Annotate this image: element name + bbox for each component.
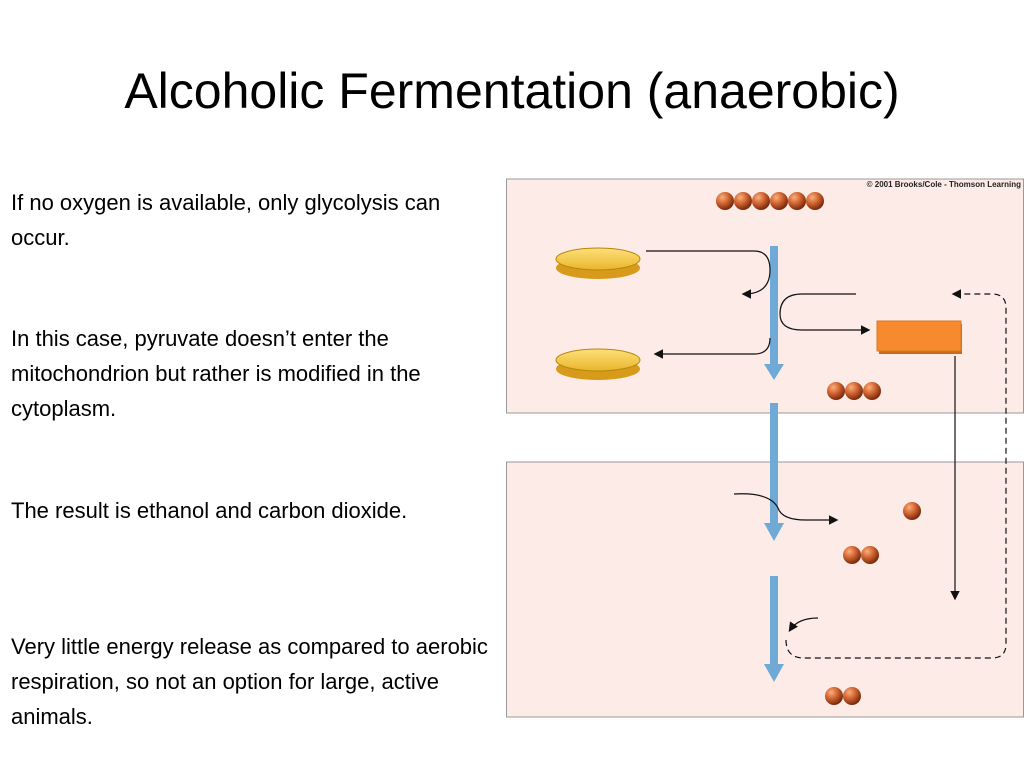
- co2-atom-icon: [903, 502, 921, 520]
- coenzyme-disc-icon: [555, 348, 641, 380]
- slide-title: Alcoholic Fermentation (anaerobic): [124, 63, 900, 119]
- fermentation-panel: [506, 461, 1024, 718]
- fermentation-diagram: © 2001 Brooks/Cole - Thomson Learning: [506, 178, 1024, 718]
- pyruvate-molecule-icon: [827, 382, 881, 400]
- pathway-arrow: [764, 246, 784, 380]
- nadh-box-icon: [876, 320, 962, 354]
- copyright-credit: © 2001 Brooks/Cole - Thomson Learning: [866, 180, 1021, 189]
- bullet-text-2: In this case, pyruvate doesn’t enter the…: [11, 326, 421, 421]
- bullet-text-4: Very little energy release as compared t…: [11, 634, 488, 729]
- coenzyme-disc-icon: [555, 247, 641, 279]
- pathway-arrow: [764, 576, 784, 682]
- ethanol-molecule-icon: [825, 687, 861, 705]
- bullet-text-1: If no oxygen is available, only glycolys…: [11, 190, 441, 250]
- fermentation-diagram-svg: [506, 178, 1024, 718]
- glucose-carbon-chain-icon: [716, 192, 824, 210]
- acetaldehyde-molecule-icon: [843, 546, 879, 564]
- bullet-text-3: The result is ethanol and carbon dioxide…: [11, 498, 408, 523]
- reaction-arrows: [646, 250, 1007, 659]
- pathway-arrow: [764, 403, 784, 541]
